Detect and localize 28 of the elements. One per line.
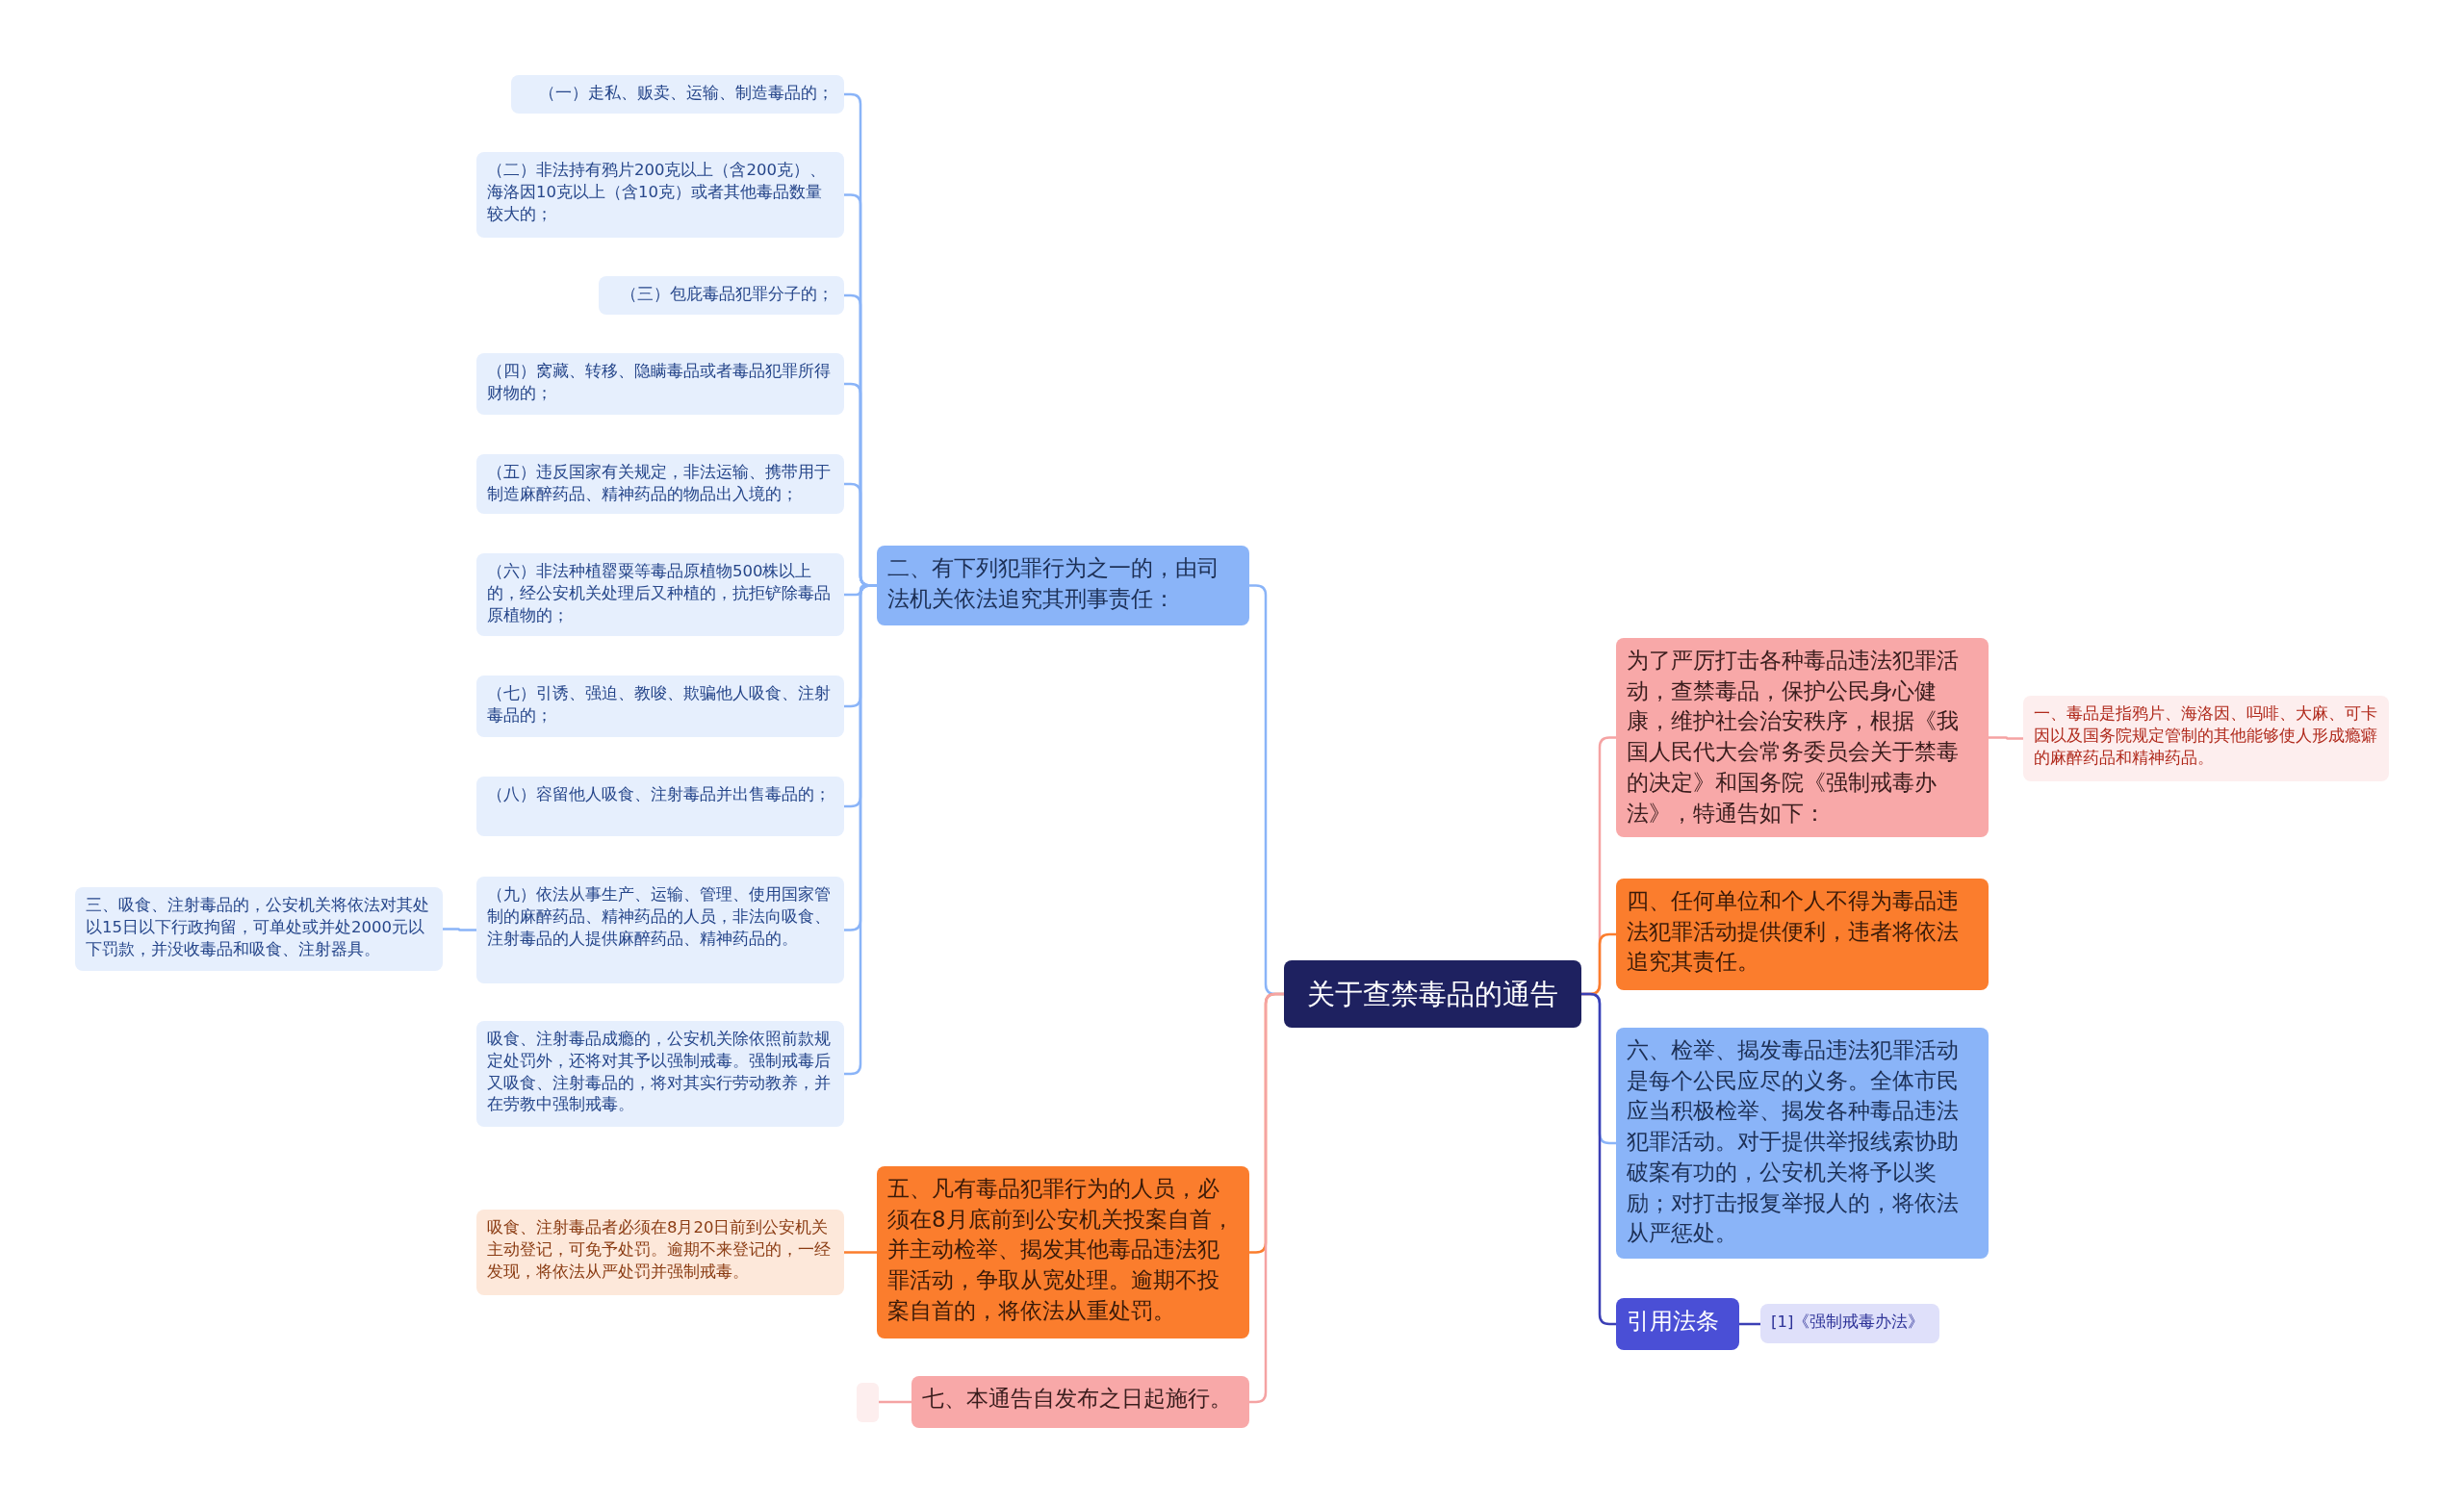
subtopic-box: 吸食、注射毒品成瘾的，公安机关除依照前款规定处罚外，还将对其予以强制戒毒。强制戒毒后又吸食、注射毒品的，将对其实行劳动教养，并在劳教中强制戒毒。 bbox=[476, 1021, 844, 1127]
subtopic-box: （四）窝藏、转移、隐瞒毒品或者毒品犯罪所得财物的； bbox=[476, 353, 844, 415]
subtopic-box: （三）包庇毒品犯罪分子的； bbox=[599, 276, 844, 315]
topic-box: 七、本通告自发布之日起施行。 bbox=[911, 1376, 1249, 1428]
subtopic-box: （八）容留他人吸食、注射毒品并出售毒品的； bbox=[476, 777, 844, 836]
subtopic-box: （七）引诱、强迫、教唆、欺骗他人吸食、注射毒品的； bbox=[476, 676, 844, 737]
topic-box: 引用法条 bbox=[1616, 1298, 1739, 1350]
central-topic: 关于查禁毒品的通告 bbox=[1284, 960, 1581, 1028]
subtopic-box: 一、毒品是指鸦片、海洛因、吗啡、大麻、可卡因以及国务院规定管制的其他能够使人形成瘾癖的麻醉药品和精神药品。 bbox=[2023, 696, 2389, 781]
subtopic-box: 吸食、注射毒品者必须在8月20日前到公安机关主动登记，可免予处罚。逾期不来登记的，一经发现，将依法从严处罚并强制戒毒。 bbox=[476, 1210, 844, 1295]
subtopic-box: （六）非法种植罂粟等毒品原植物500株以上的，经公安机关处理后又种植的，抗拒铲除毒品原植物的； bbox=[476, 553, 844, 636]
connector-line bbox=[844, 1251, 877, 1254]
topic-box: 二、有下列犯罪行为之一的，由司法机关依法追究其刑事责任： bbox=[877, 546, 1249, 625]
subtopic-box: （五）违反国家有关规定，非法运输、携带用于制造麻醉药品、精神药品的物品出入境的； bbox=[476, 454, 844, 514]
subtopic-box: （九）依法从事生产、运输、管理、使用国家管制的麻醉药品、精神药品的人员，非法向吸食、注射毒品的人提供麻醉药品、精神药品的。 bbox=[476, 877, 844, 983]
subtopic-box: [1]《强制戒毒办法》 bbox=[1760, 1304, 1939, 1343]
connector-line bbox=[1989, 736, 2023, 740]
topic-box: 为了严厉打击各种毒品违法犯罪活动，查禁毒品，保护公民身心健康，维护社会治安秩序，根据《我国人民代大会常务委员会关于禁毒的决定》和国务院《强制戒毒办法》，特通告如下： bbox=[1616, 638, 1989, 837]
empty-box bbox=[857, 1383, 879, 1422]
connector-line bbox=[443, 928, 476, 931]
subtopic-box: （一）走私、贩卖、运输、制造毒品的； bbox=[511, 75, 844, 114]
connector-line bbox=[1739, 1322, 1760, 1326]
subtopic-box: 三、吸食、注射毒品的，公安机关将依法对其处以15日以下行政拘留，可单处或并处2000元以下罚款，并没收毒品和吸食、注射器具。 bbox=[75, 887, 443, 971]
topic-box: 六、检举、揭发毒品违法犯罪活动是每个公民应尽的义务。全体市民应当积极检举、揭发各种毒品违法犯罪活动。对于提供举报线索协助破案有功的，公安机关将予以奖励；对打击报复举报人的，将依法从严惩处。 bbox=[1616, 1028, 1989, 1259]
topic-box: 五、凡有毒品犯罪行为的人员，必须在8月底前到公安机关投案自首，并主动检举、揭发其他毒品违法犯罪活动，争取从宽处理。逾期不投案自首的，将依法从重处罚。 bbox=[877, 1166, 1249, 1338]
subtopic-box: （二）非法持有鸦片200克以上（含200克）、海洛因10克以上（含10克）或者其他毒品数量较大的； bbox=[476, 152, 844, 238]
connector-line bbox=[879, 1400, 911, 1404]
topic-box: 四、任何单位和个人不得为毒品违法犯罪活动提供便利，违者将依法追究其责任。 bbox=[1616, 879, 1989, 990]
